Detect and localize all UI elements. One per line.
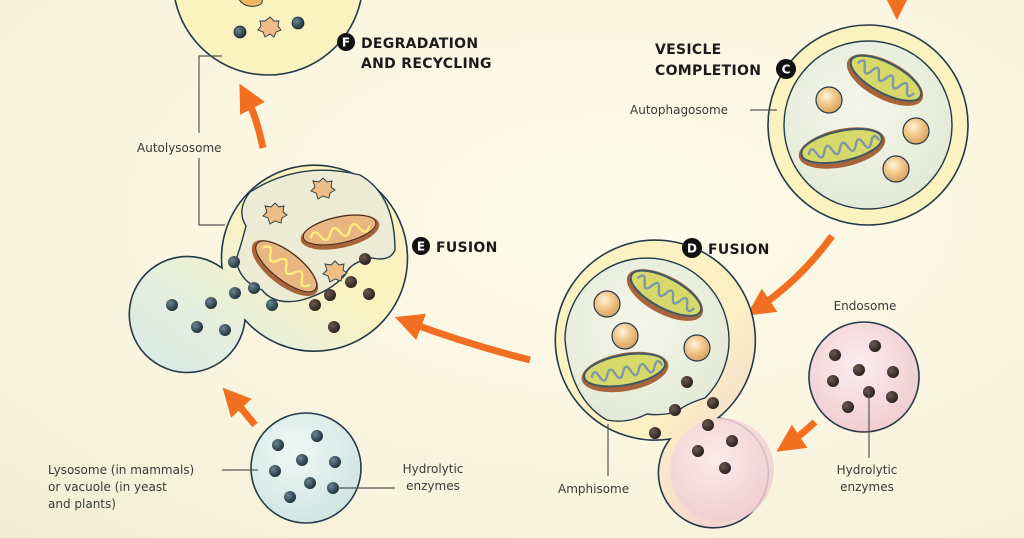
step-c-title-line2: COMPLETION — [655, 63, 761, 79]
step-d-badge: D — [682, 238, 702, 258]
lysosome-enzymes-label-line1: Hydrolytic — [403, 462, 464, 476]
step-f-title-line1: DEGRADATION — [361, 36, 478, 52]
lysosome — [250, 412, 362, 524]
arrow-d-to-e — [394, 313, 531, 364]
lipid-droplet — [815, 86, 843, 114]
protein-debris — [310, 177, 336, 200]
arrow-lysosome-to-e — [222, 387, 258, 428]
step-f-letter: F — [342, 36, 350, 50]
endosome-label: Endosome — [834, 299, 897, 313]
lipid-droplet — [683, 334, 711, 362]
mitochondrion — [626, 269, 704, 321]
lysosome-label-line3: and plants) — [48, 497, 116, 511]
arrow-e-to-f — [239, 83, 267, 149]
protein-debris — [262, 202, 288, 225]
hydrolytic-enzymes — [649, 376, 738, 474]
autolysosome — [128, 164, 409, 374]
process-arrows — [222, 0, 909, 452]
protein-debris — [322, 260, 348, 283]
step-c-badge: C — [776, 59, 796, 79]
lipid-droplet — [882, 155, 910, 183]
step-d-title: FUSION — [708, 242, 770, 258]
arrow-c-to-d — [746, 233, 835, 316]
step-d-letter: D — [687, 242, 697, 256]
hydrolytic-enzymes — [166, 253, 375, 336]
endosome — [808, 321, 920, 433]
autophagosome — [767, 24, 969, 226]
mitochondrion — [798, 127, 886, 169]
step-e-badge: E — [412, 237, 430, 255]
step-f-badge: F — [337, 33, 355, 51]
lipid-droplet — [611, 322, 639, 350]
degradation-vesicle — [174, 0, 362, 76]
step-e-title: FUSION — [436, 240, 498, 256]
mitochondrion — [300, 214, 380, 250]
autolysosome-bracket — [198, 55, 225, 226]
lysosome-label-line2: or vacuole (in yeast — [48, 480, 167, 494]
autophagosome-label: Autophagosome — [630, 103, 728, 117]
amphisome-label: Amphisome — [558, 482, 629, 496]
protein-debris — [257, 16, 282, 38]
step-f-title-line2: AND RECYCLING — [361, 56, 492, 72]
lysosome-label-line1: Lysosome (in mammals) — [48, 463, 194, 477]
arrow-endosome-to-amphisome — [776, 419, 818, 452]
lysosome-enzymes-label-line2: enzymes — [406, 479, 460, 493]
mitochondrion — [581, 351, 669, 393]
endosome-enzymes-label-line2: enzymes — [840, 480, 894, 494]
autolysosome-label: Autolysosome — [137, 141, 222, 155]
step-c-letter: C — [782, 63, 791, 77]
step-c-title-line1: VESICLE — [655, 42, 722, 58]
mitochondrion — [251, 239, 319, 297]
endosome-enzymes-label-line1: Hydrolytic — [837, 463, 898, 477]
mitochondrion — [846, 54, 924, 106]
step-e-letter: E — [417, 240, 425, 254]
lipid-droplet — [593, 290, 621, 318]
lipid-droplet — [902, 117, 930, 145]
amphisome — [554, 239, 774, 529]
